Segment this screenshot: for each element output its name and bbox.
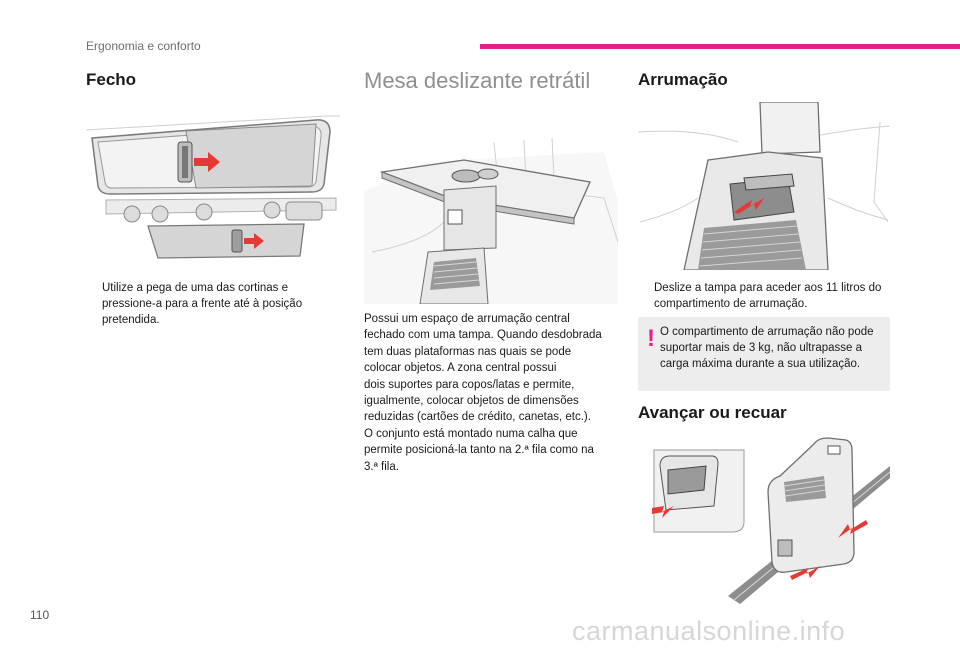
slide-rail-illustration (638, 436, 890, 606)
arrumacao-instruction: Deslize a tampa para aceder aos 11 litro… (638, 280, 890, 312)
arrumacao-heading: Arrumação (638, 70, 728, 89)
blind-closing-illustration (86, 102, 340, 270)
fecho-instruction-text: Utilize a pega de uma das cortinas e pre… (102, 282, 303, 326)
section-accent-bar (480, 44, 960, 49)
mesa-heading: Mesa deslizante retrátil (364, 68, 591, 93)
warning-text: O compartimento de arrumação não pode su… (660, 326, 874, 371)
storage-compartment-illustration (638, 102, 890, 270)
warning-icon: ! (647, 325, 655, 352)
page-number: 110 (30, 608, 50, 622)
section-title: Ergonomia e conforto (86, 39, 201, 53)
mesa-description: Possui um espaço de arrumação central fe… (364, 313, 602, 473)
arrumacao-instruction-text: Deslize a tampa para aceder aos 11 litro… (654, 282, 882, 310)
warning-box: ! O compartimento de arrumação não pode … (638, 317, 890, 391)
avancar-heading: Avançar ou recuar (638, 403, 787, 422)
fecho-heading: Fecho (86, 70, 137, 89)
watermark: carmanualsonline.info (572, 616, 846, 646)
sliding-table-illustration (364, 102, 618, 304)
fecho-instruction: Utilize a pega de uma das cortinas e pre… (86, 280, 336, 328)
